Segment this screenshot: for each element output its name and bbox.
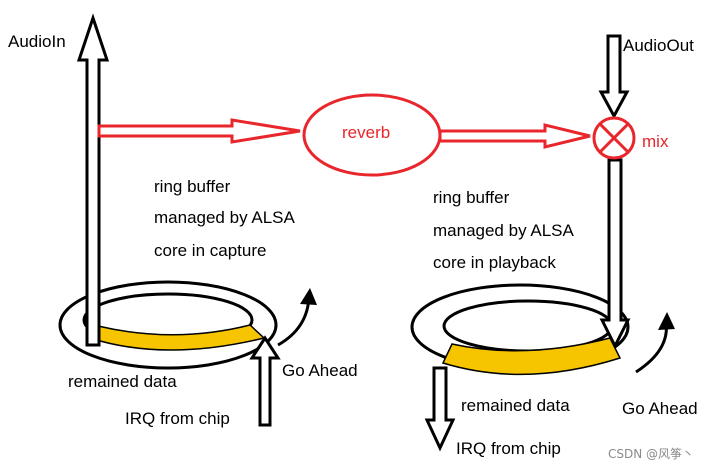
playback-go-ahead-label: Go Ahead [622,399,698,418]
playback-ring-buffer [410,283,630,376]
playback-desc-line3: core in playback [433,253,556,272]
playback-remained-label: remained data [461,396,570,415]
effect-path [97,93,636,177]
audio-in-arrow [76,13,110,347]
capture-remained-data-region [88,324,266,351]
audio-in-label: AudioIn [8,32,66,51]
audio-out-label: AudioOut [623,36,694,55]
playback-desc-line1: ring buffer [433,188,510,207]
capture-remained-label: remained data [68,372,177,391]
capture-ring-buffer [58,280,278,370]
to-reverb-arrow [97,118,301,144]
mix-cross-b [598,122,630,154]
mix-label: mix [642,132,669,151]
capture-go-ahead-label: Go Ahead [282,361,358,380]
audio-out-arrow-bottom [599,158,631,350]
capture-irq-label: IRQ from chip [125,409,230,428]
capture-desc-line2: managed by ALSA [154,208,295,227]
capture-desc-line1: ring buffer [154,177,231,196]
reverb-label: reverb [342,123,390,142]
capture-irq-arrow [249,335,281,427]
playback-irq-label: IRQ from chip [456,439,561,458]
to-mix-arrow [438,123,591,149]
watermark: CSDN @风筝丶 [608,446,694,461]
playback-irq-arrow [424,366,456,452]
playback-desc-line2: managed by ALSA [433,221,574,240]
capture-go-ahead-arrowhead [300,288,317,305]
playback-go-ahead-arrowhead [658,312,675,330]
capture-desc-line3: core in capture [154,241,266,260]
audio-out-arrow-top [598,34,630,120]
